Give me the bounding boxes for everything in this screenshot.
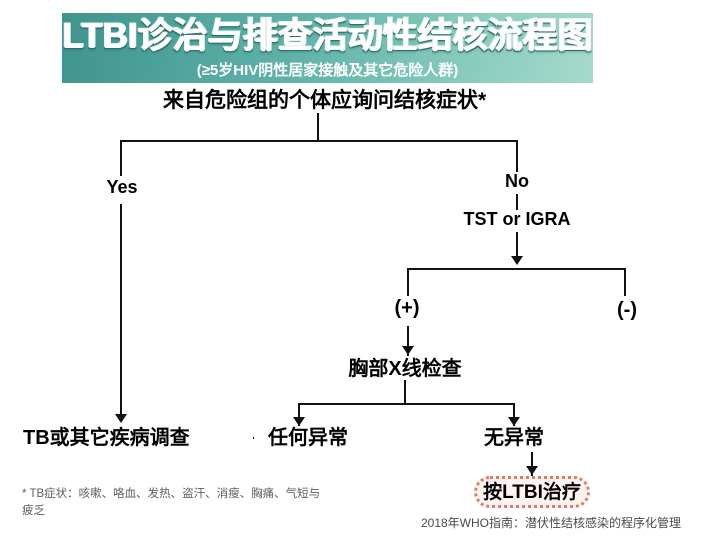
arrowhead-test-to-split	[511, 256, 523, 265]
connector-yes-long	[120, 204, 122, 416]
connector-cxr-split-bar	[298, 403, 515, 405]
node-tb-investigation: TB或其它疾病调查	[23, 428, 253, 448]
connector-positive-down	[407, 268, 409, 296]
connector-result-split-bar	[407, 268, 626, 270]
node-result-positive: (+)	[377, 298, 437, 318]
connector-test-stem	[516, 232, 518, 262]
connector-cxr-to-abnormal	[298, 403, 300, 426]
node-test-tst-igra: TST or IGRA	[451, 210, 583, 228]
connector-no-to-test	[516, 194, 518, 212]
connector-no-upper	[516, 140, 518, 172]
connector-root-stem	[317, 113, 319, 141]
header-band	[62, 13, 593, 83]
node-branch-no: No	[477, 172, 557, 190]
arrowhead-normal-to-treat	[526, 466, 538, 475]
connector-yes-upper	[120, 140, 122, 176]
arrowhead-cxr-to-abnormal	[293, 417, 305, 426]
node-result-negative: (-)	[597, 300, 657, 320]
page-subtitle: (≥5岁HIV阴性居家接触及其它危险人群)	[196, 62, 459, 79]
node-no-abnormality: 无异常	[470, 428, 558, 448]
connector-cxr-to-normal	[513, 403, 515, 426]
node-treat-ltbi: 按LTBI治疗	[483, 482, 581, 503]
node-root-question: 来自危险组的个体应询问结核症状*	[163, 89, 487, 112]
node-branch-yes: Yes	[82, 178, 162, 196]
arrowhead-cxr-to-normal	[508, 417, 520, 426]
node-any-abnormality: 任何异常	[258, 428, 358, 448]
connector-top-split-bar	[120, 140, 518, 142]
page-title: LTBI诊治与排查活动性结核流程图	[62, 17, 593, 56]
source-citation: 2018年WHO指南：潜伏性结核感染的程序化管理	[420, 516, 682, 530]
connector-positive-to-cxr	[407, 326, 409, 356]
footnote-tb-symptoms: * TB症状：咳嗽、咯血、发热、盗汗、消瘦、胸痛、气短与疲乏	[22, 488, 321, 517]
treat-ltbi-box	[474, 476, 590, 508]
node-chest-xray: 胸部X线检查	[330, 359, 480, 379]
connector-cxr-stem	[404, 380, 406, 404]
arrowhead-positive-to-cxr	[402, 346, 414, 355]
arrowhead-yes-to-tb	[115, 414, 127, 423]
connector-normal-to-treat	[531, 452, 533, 476]
connector-negative-down	[624, 268, 626, 296]
